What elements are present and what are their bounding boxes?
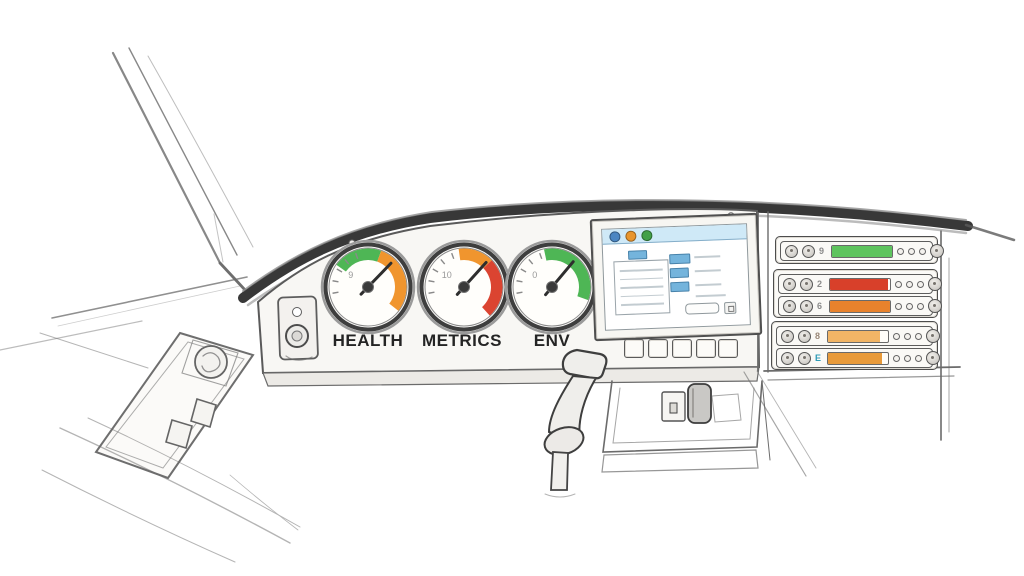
led-indicator bbox=[895, 280, 902, 288]
console-switch[interactable] bbox=[669, 402, 678, 414]
led-indicator bbox=[915, 332, 922, 340]
door-dial[interactable] bbox=[194, 345, 228, 379]
led-indicator bbox=[908, 247, 915, 255]
screen-display bbox=[601, 223, 751, 331]
floor-sketch-lines bbox=[39, 332, 301, 563]
function-button-2[interactable] bbox=[648, 339, 668, 358]
led-indicator bbox=[897, 247, 904, 255]
rack-unit-3: 6 bbox=[778, 296, 942, 316]
gauge-label-metrics: METRICS bbox=[422, 331, 502, 350]
led-indicator bbox=[915, 354, 922, 362]
function-button-1[interactable] bbox=[624, 339, 644, 358]
rack-frame-1: 9 bbox=[775, 236, 944, 264]
rack-knob[interactable] bbox=[781, 329, 794, 343]
gauge-env: 0 bbox=[502, 237, 602, 337]
led-indicator bbox=[906, 302, 913, 310]
function-button-4[interactable] bbox=[696, 339, 716, 358]
gauge-metrics: 10 bbox=[414, 237, 514, 337]
throttle-lever[interactable] bbox=[541, 348, 608, 498]
rack-frame-2: 2 6 bbox=[773, 269, 942, 318]
center-console bbox=[601, 380, 771, 473]
rack-unit-label: 6 bbox=[817, 300, 823, 311]
function-button-5[interactable] bbox=[718, 339, 738, 358]
window-sill-lines bbox=[0, 276, 248, 351]
led-indicator bbox=[904, 354, 911, 362]
rack-knob-right[interactable] bbox=[926, 329, 940, 343]
rack-unit-1: 9 bbox=[780, 241, 944, 261]
screen-text-line bbox=[695, 294, 726, 297]
door-control-panel bbox=[94, 331, 255, 480]
led-indicator bbox=[917, 280, 924, 288]
rack-knob[interactable] bbox=[798, 351, 811, 365]
led-indicator bbox=[917, 302, 924, 310]
level-bar bbox=[831, 244, 893, 258]
led-indicator bbox=[906, 280, 913, 288]
key-switch-panel bbox=[277, 295, 319, 361]
rack-knob-right[interactable] bbox=[928, 299, 942, 313]
rack-knob[interactable] bbox=[800, 277, 813, 291]
rack-knob-right[interactable] bbox=[926, 351, 940, 365]
level-bar bbox=[827, 329, 889, 343]
gauge-health: 9 bbox=[318, 237, 418, 337]
door-button[interactable] bbox=[165, 418, 193, 450]
rack-unit-label: 9 bbox=[819, 245, 825, 256]
screen-tab-button[interactable] bbox=[627, 250, 648, 260]
level-bar bbox=[829, 299, 891, 313]
gauge-label-health: HEALTH bbox=[332, 331, 404, 350]
rack-knob-right[interactable] bbox=[930, 244, 944, 258]
rack-knob[interactable] bbox=[783, 277, 796, 291]
rack-unit-4: 8 bbox=[776, 326, 940, 346]
gauge-label-env: ENV bbox=[533, 331, 571, 350]
screen-action-button-1[interactable] bbox=[669, 253, 691, 265]
rack-knob[interactable] bbox=[798, 329, 811, 343]
rack-unit-label: 2 bbox=[817, 278, 823, 289]
level-bar bbox=[827, 351, 889, 365]
rack-knob[interactable] bbox=[800, 299, 813, 313]
rack-knob[interactable] bbox=[783, 299, 796, 313]
led-indicator bbox=[895, 302, 902, 310]
led-indicator bbox=[919, 247, 926, 255]
function-button-3[interactable] bbox=[672, 339, 692, 358]
screen-input-field[interactable] bbox=[685, 302, 720, 315]
window-green-circle-button[interactable] bbox=[641, 229, 653, 241]
rack-unit-label: E bbox=[815, 352, 822, 363]
screen-text-line bbox=[695, 283, 722, 286]
display-screen-unit bbox=[589, 212, 763, 342]
screen-content bbox=[603, 239, 750, 329]
screen-list-box bbox=[613, 259, 671, 316]
screen-mini-icon-button[interactable] bbox=[724, 301, 737, 315]
led-indicator bbox=[904, 332, 911, 340]
screen-text-line bbox=[694, 255, 721, 258]
console-grip[interactable] bbox=[687, 383, 712, 424]
rack-unit-2: 2 bbox=[778, 274, 942, 294]
led-indicator bbox=[893, 354, 900, 362]
screen-action-button-2[interactable] bbox=[669, 267, 690, 279]
rack-knob[interactable] bbox=[785, 244, 798, 258]
rack-knob-right[interactable] bbox=[928, 277, 942, 291]
svg-text:0: 0 bbox=[532, 270, 537, 280]
rack-frame-3: 8 E bbox=[771, 321, 940, 370]
door-button[interactable] bbox=[190, 397, 217, 429]
led-indicator bbox=[893, 332, 900, 340]
rack-unit-5: E bbox=[776, 348, 940, 368]
windshield-pillar bbox=[111, 47, 254, 293]
screen-text-line bbox=[694, 269, 721, 272]
rack-unit-label: 8 bbox=[815, 330, 821, 341]
svg-text:9: 9 bbox=[348, 270, 353, 280]
window-blue-circle-button[interactable] bbox=[609, 230, 621, 243]
level-bar bbox=[829, 277, 891, 291]
screen-action-button-3[interactable] bbox=[670, 281, 690, 293]
svg-text:10: 10 bbox=[442, 270, 452, 280]
rack-knob[interactable] bbox=[802, 244, 815, 258]
window-orange-circle-button[interactable] bbox=[625, 229, 637, 242]
rack-knob[interactable] bbox=[781, 351, 794, 365]
